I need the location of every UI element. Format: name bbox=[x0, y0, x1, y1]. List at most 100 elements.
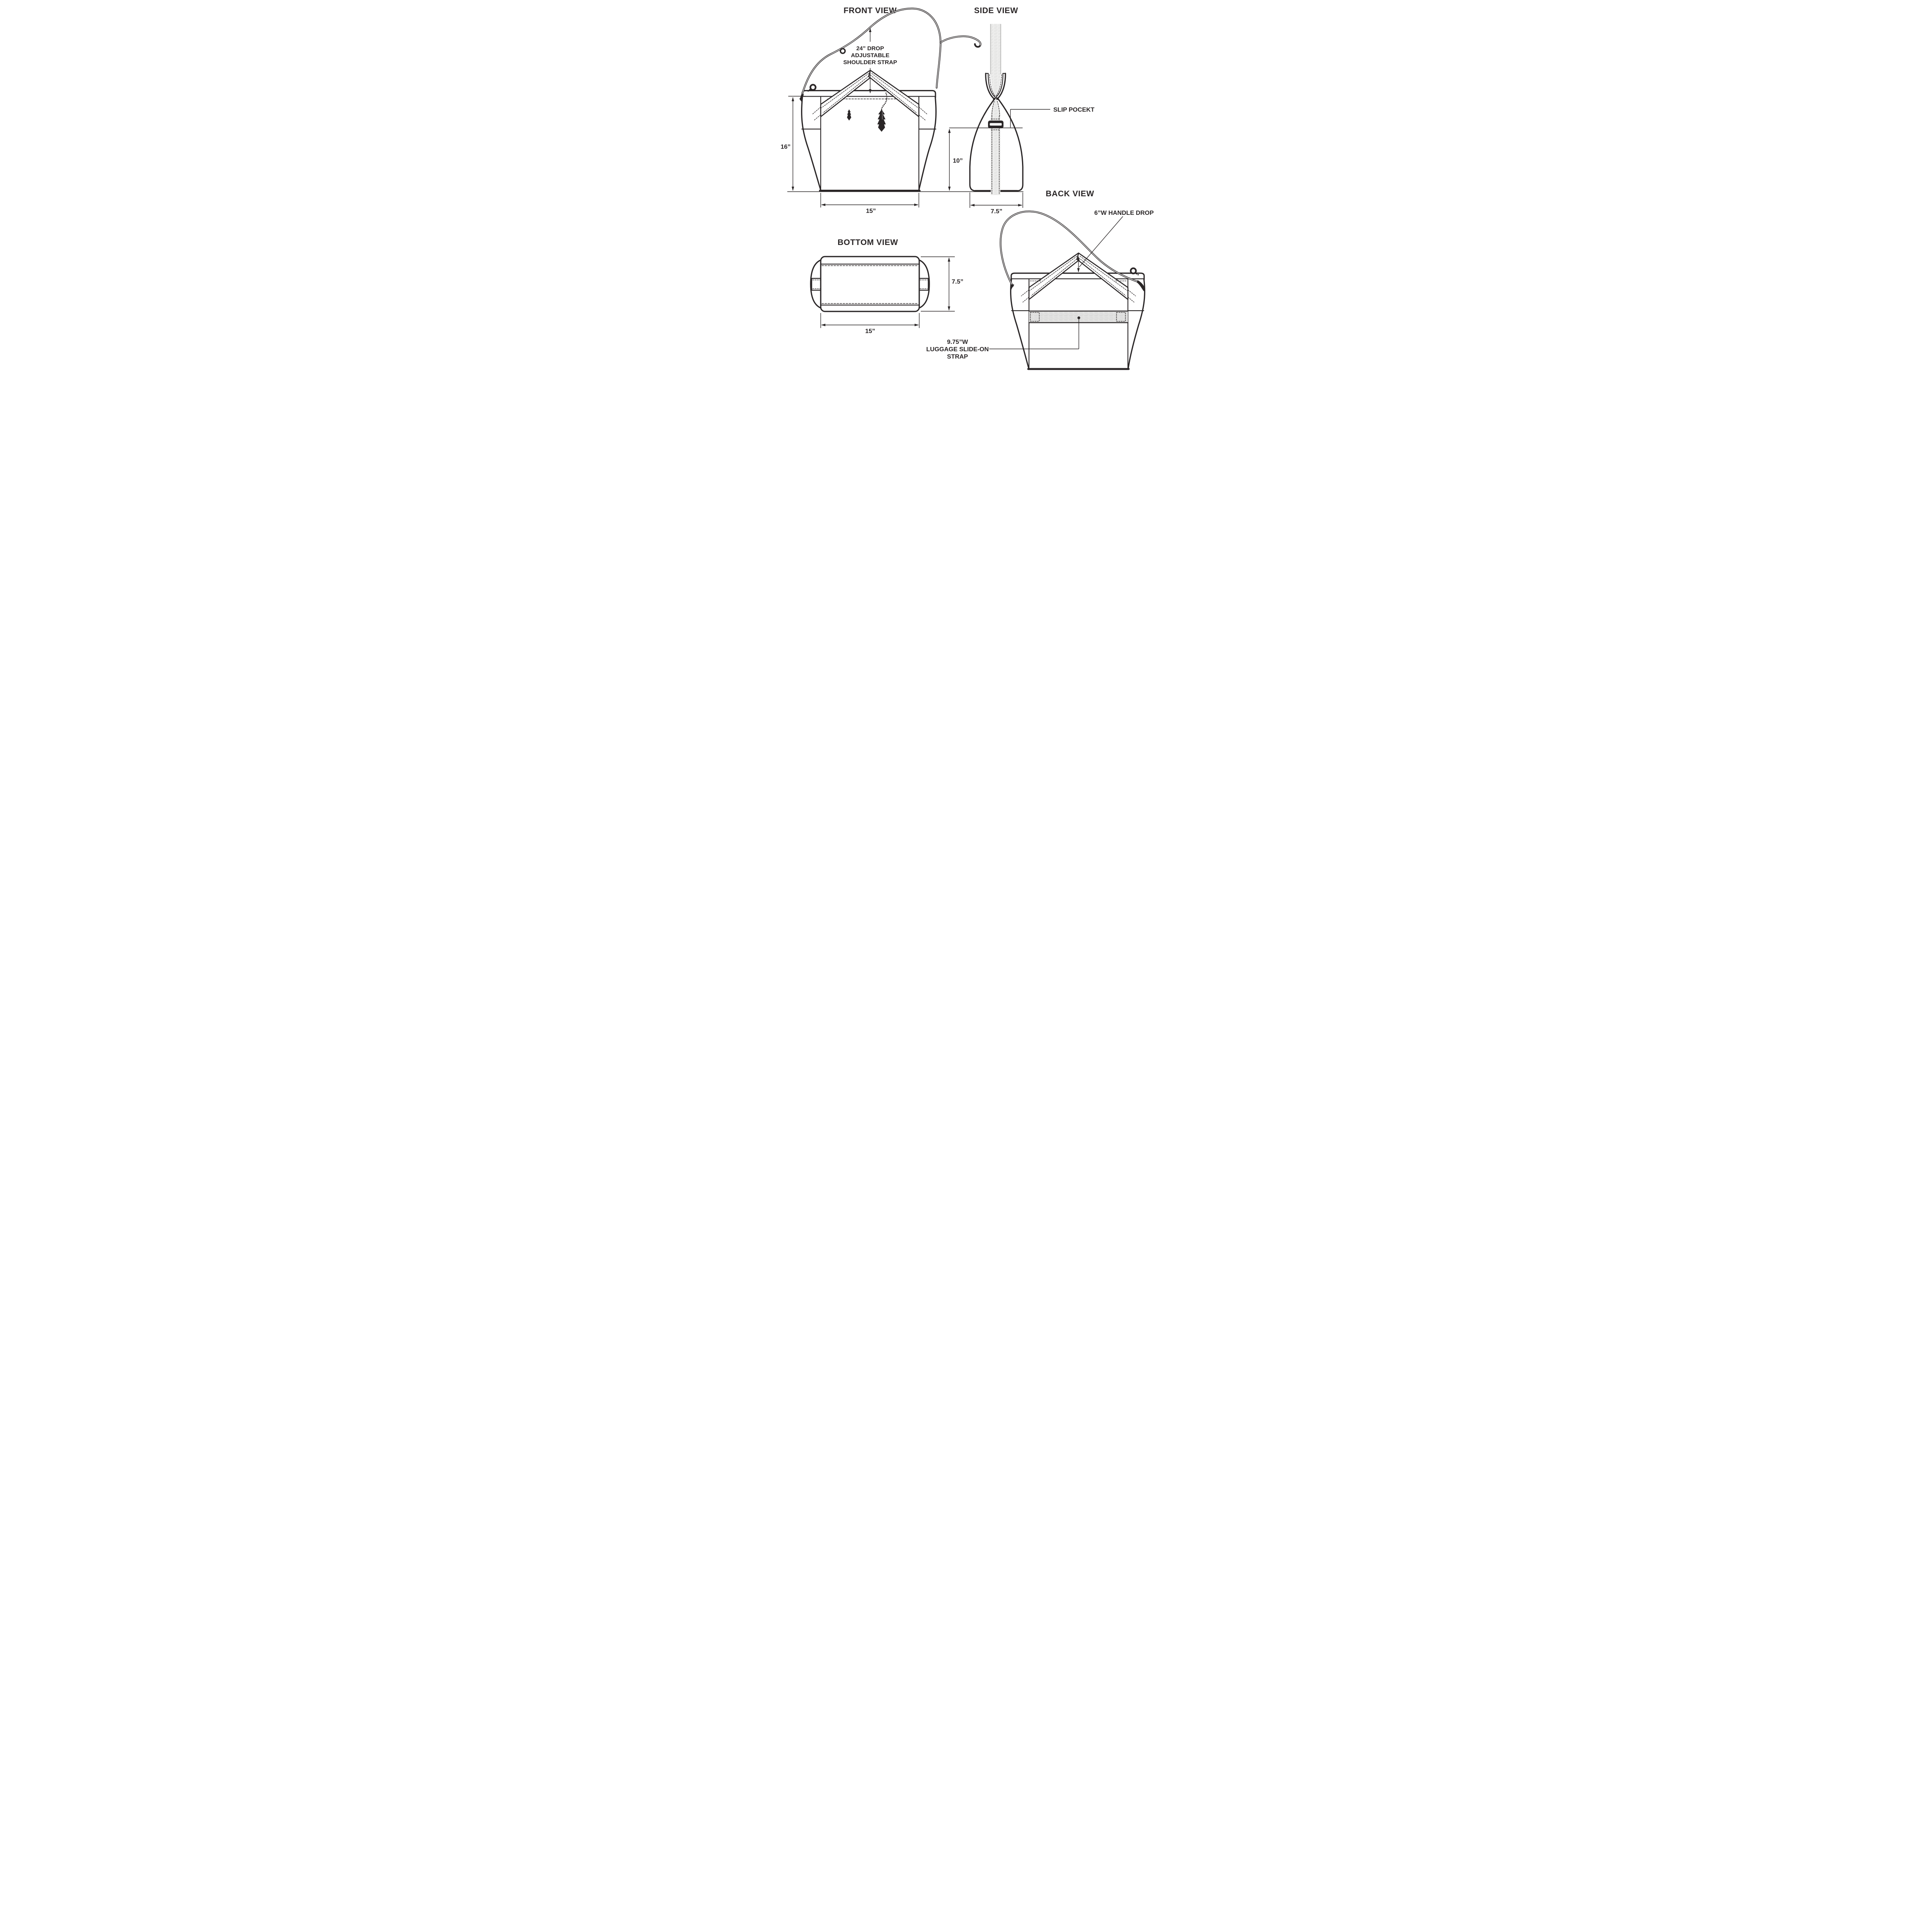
back-zipper-pull-ring bbox=[1130, 267, 1137, 274]
bottom-view-title: BOTTOM VIEW bbox=[838, 238, 898, 247]
cup-outer-right bbox=[996, 73, 1006, 100]
technical-drawing: FRONT VIEW bbox=[781, 6, 1154, 370]
annotation-handle-drop: 6”W HANDLE DROP bbox=[1077, 210, 1154, 272]
luggage-band-stitch-box-right bbox=[1116, 312, 1126, 322]
front-zipper-slider-bead-1 bbox=[809, 89, 811, 91]
dim15b-value: 15” bbox=[865, 328, 875, 335]
annotation-luggage-strap: 9.75”W LUGGAGE SLIDE-ON STRAP bbox=[926, 319, 1079, 360]
back-zipper-bead-2 bbox=[1137, 274, 1139, 276]
dimension-width-15-bottom: 15” bbox=[820, 313, 920, 335]
front-left-handle-stitch-2 bbox=[823, 75, 871, 113]
side-strap-buckle bbox=[988, 119, 1003, 130]
front-left-handle-hidden-1 bbox=[812, 107, 821, 115]
dim75b-value: 7.5” bbox=[952, 279, 963, 285]
back-right-handle-stitch-1 bbox=[1080, 256, 1128, 291]
back-handles bbox=[1021, 252, 1136, 303]
luggage-label-line-1: 9.75”W bbox=[947, 339, 968, 345]
front-right-outer-edge bbox=[918, 97, 937, 191]
handle-drop-leader bbox=[1079, 216, 1123, 267]
front-left-handle-stitch-1 bbox=[821, 73, 869, 108]
dimension-width-15-front: 15” bbox=[820, 193, 919, 214]
dim10-value: 10” bbox=[953, 158, 963, 164]
back-left-handle-stitch-2 bbox=[1031, 257, 1079, 296]
back-shoulder-strap bbox=[1000, 210, 1145, 292]
front-right-handle-hidden-2 bbox=[918, 114, 926, 121]
front-strap-inner-white bbox=[801, 8, 941, 97]
bottom-right-gusset-bulge bbox=[918, 259, 930, 309]
buckle-slot bbox=[990, 123, 1002, 126]
front-strap-loose-end-white bbox=[940, 36, 981, 46]
cup-inner-left bbox=[988, 73, 996, 98]
back-left-handle-hidden-1 bbox=[1021, 289, 1029, 296]
front-right-handle-hidden-1 bbox=[918, 107, 928, 115]
cup-outer-left bbox=[985, 73, 995, 100]
back-zipper-bead-1 bbox=[1136, 272, 1138, 275]
back-luggage-strap-band bbox=[1028, 310, 1129, 323]
side-strap-stitch-pinch-left bbox=[992, 101, 995, 116]
cup-pinch-knot bbox=[993, 97, 999, 100]
bottom-view: BOTTOM VIEW 15” 7.5” bbox=[810, 238, 963, 335]
back-left-handle-hidden-2 bbox=[1022, 297, 1029, 303]
front-right-handle-stitch-1 bbox=[871, 73, 918, 108]
back-right-handle-hidden-1 bbox=[1128, 289, 1136, 296]
front-zipper-tassel bbox=[847, 109, 851, 121]
front-zipper-pull-ring bbox=[810, 84, 816, 91]
front-charm-brand-text: THACKER bbox=[882, 111, 883, 120]
front-shoulder-strap bbox=[799, 7, 981, 102]
dim15f-value: 15” bbox=[866, 208, 876, 214]
front-view-title: FRONT VIEW bbox=[844, 6, 897, 15]
side-view-title: SIDE VIEW bbox=[974, 6, 1018, 15]
cup-stitch-right bbox=[995, 74, 1002, 97]
front-charm-body bbox=[877, 109, 886, 132]
back-right-handle-stitch-2 bbox=[1078, 257, 1126, 296]
bottom-right-strap-tab bbox=[918, 278, 929, 291]
bottom-base-panel bbox=[820, 256, 920, 312]
luggage-label-line-3: STRAP bbox=[947, 354, 968, 360]
side-strap-upper bbox=[990, 24, 1001, 74]
luggage-label-line-2: LUGGAGE SLIDE-ON bbox=[926, 346, 989, 353]
cup-inner-right bbox=[995, 73, 1003, 98]
front-right-handle bbox=[868, 70, 920, 117]
dimension-height-16: 16” bbox=[781, 96, 806, 191]
front-strap-loose-end bbox=[939, 35, 981, 48]
front-strap-tip bbox=[799, 93, 804, 102]
front-left-handle-hidden-2 bbox=[813, 114, 821, 121]
back-left-handle-stitch-1 bbox=[1029, 256, 1077, 291]
dimension-depth-75-bottom: 7.5” bbox=[921, 256, 963, 312]
cup-stitch-left bbox=[989, 74, 996, 97]
dimension-depth-75-side: 7.5” bbox=[969, 192, 1023, 215]
back-right-outer-edge bbox=[1128, 279, 1146, 369]
luggage-band-leader-dot bbox=[1077, 316, 1080, 320]
strap-annotation-line-2: ADJUSTABLE bbox=[851, 52, 889, 59]
annotation-shoulder-strap-drop: 24” DROP ADJUSTABLE SHOULDER STRAP bbox=[843, 28, 897, 94]
side-strap-through-handles bbox=[991, 74, 1000, 99]
front-handles bbox=[812, 70, 928, 121]
luggage-band-stitch-box-left bbox=[1030, 312, 1040, 322]
dim16-value: 16” bbox=[781, 144, 791, 150]
bottom-left-strap-tab bbox=[811, 278, 821, 291]
front-left-outer-edge bbox=[801, 97, 821, 191]
annotation-slip-pocket: SLIP POCEKT bbox=[1010, 107, 1095, 128]
back-view: BACK VIEW bbox=[926, 189, 1154, 370]
back-left-outer-edge bbox=[1010, 279, 1029, 369]
bottom-left-gusset-bulge bbox=[810, 259, 821, 309]
side-strap-stitch-pinch-right bbox=[997, 101, 1000, 116]
front-zipper-hardware bbox=[807, 84, 816, 92]
front-charm: THACKER bbox=[877, 92, 888, 132]
dimension-pocket-height-10: 10” bbox=[948, 129, 963, 191]
front-zipper-slider-bead-2 bbox=[807, 90, 809, 92]
strap-annotation-line-3: SHOULDER STRAP bbox=[843, 59, 897, 66]
slip-pocket-label: SLIP POCEKT bbox=[1053, 107, 1095, 113]
bottom-strap-tabs bbox=[811, 278, 929, 291]
front-view: FRONT VIEW bbox=[781, 6, 981, 214]
bag-technical-drawing-page: FRONT VIEW bbox=[773, 0, 1159, 386]
dim75s-value: 7.5” bbox=[991, 208, 1002, 215]
strap-annotation-line-1: 24” DROP bbox=[856, 45, 884, 52]
back-right-handle-hidden-2 bbox=[1128, 297, 1134, 303]
back-strap-tip-left bbox=[1010, 284, 1014, 292]
front-charm-bead-chain bbox=[881, 92, 888, 110]
handle-drop-label: 6”W HANDLE DROP bbox=[1094, 210, 1154, 216]
back-view-title: BACK VIEW bbox=[1046, 189, 1094, 198]
back-strap-inner-white bbox=[1000, 211, 1139, 286]
side-view: SIDE VIEW bbox=[948, 6, 1095, 215]
